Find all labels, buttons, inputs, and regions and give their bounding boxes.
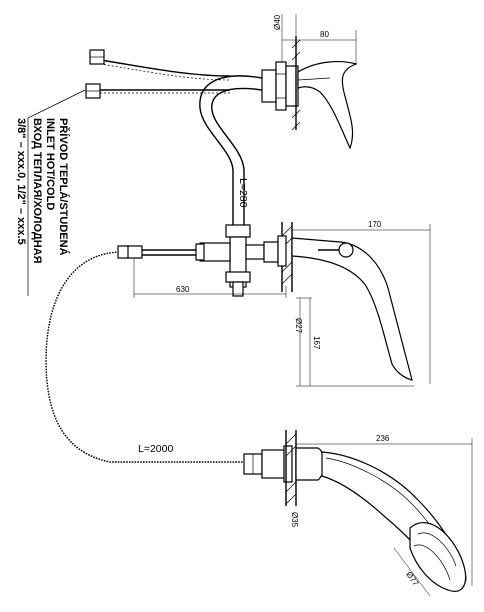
shower-assembly: 236 Ø35 Ø77 (243, 430, 473, 597)
mixer-spout-assembly: 170 630 Ø27 167 (125, 220, 431, 387)
note-leader (27, 89, 86, 296)
inlet-note: PŘÍVOD TEPLÁ/STUDENÁ INLET HOT/COLD ВХОД… (15, 118, 70, 264)
dim-hose-length: L=2000 (138, 443, 173, 455)
note-line-ru: ВХОД ТЕПЛАЯ/ХОЛОДНАЯ (31, 118, 43, 264)
note-line-sizes: 3/8" – xxx.0, 1/2" – xxx.5 (15, 118, 27, 245)
dim-body-width: 630 (176, 285, 190, 294)
dim-spout-flange: Ø27 (294, 318, 303, 334)
dim-spout-width: 170 (368, 220, 382, 229)
top-valve-assembly: Ø40 80 L=280 (85, 14, 358, 225)
dim-top-gap: Ø40 (273, 14, 282, 30)
dim-shower-length: 236 (376, 434, 390, 443)
dim-shower-flange: Ø35 (290, 512, 299, 528)
dim-spout-height: 167 (312, 336, 321, 350)
note-line-en: INLET HOT/COLD (44, 118, 56, 210)
shower-hose: L=2000 (43, 245, 244, 464)
dim-top-handle-width: 80 (320, 30, 329, 39)
note-line-cz: PŘÍVOD TEPLÁ/STUDENÁ (57, 118, 70, 256)
dim-shower-head: Ø77 (404, 570, 420, 588)
dim-pipe-length: L=280 (237, 178, 249, 208)
